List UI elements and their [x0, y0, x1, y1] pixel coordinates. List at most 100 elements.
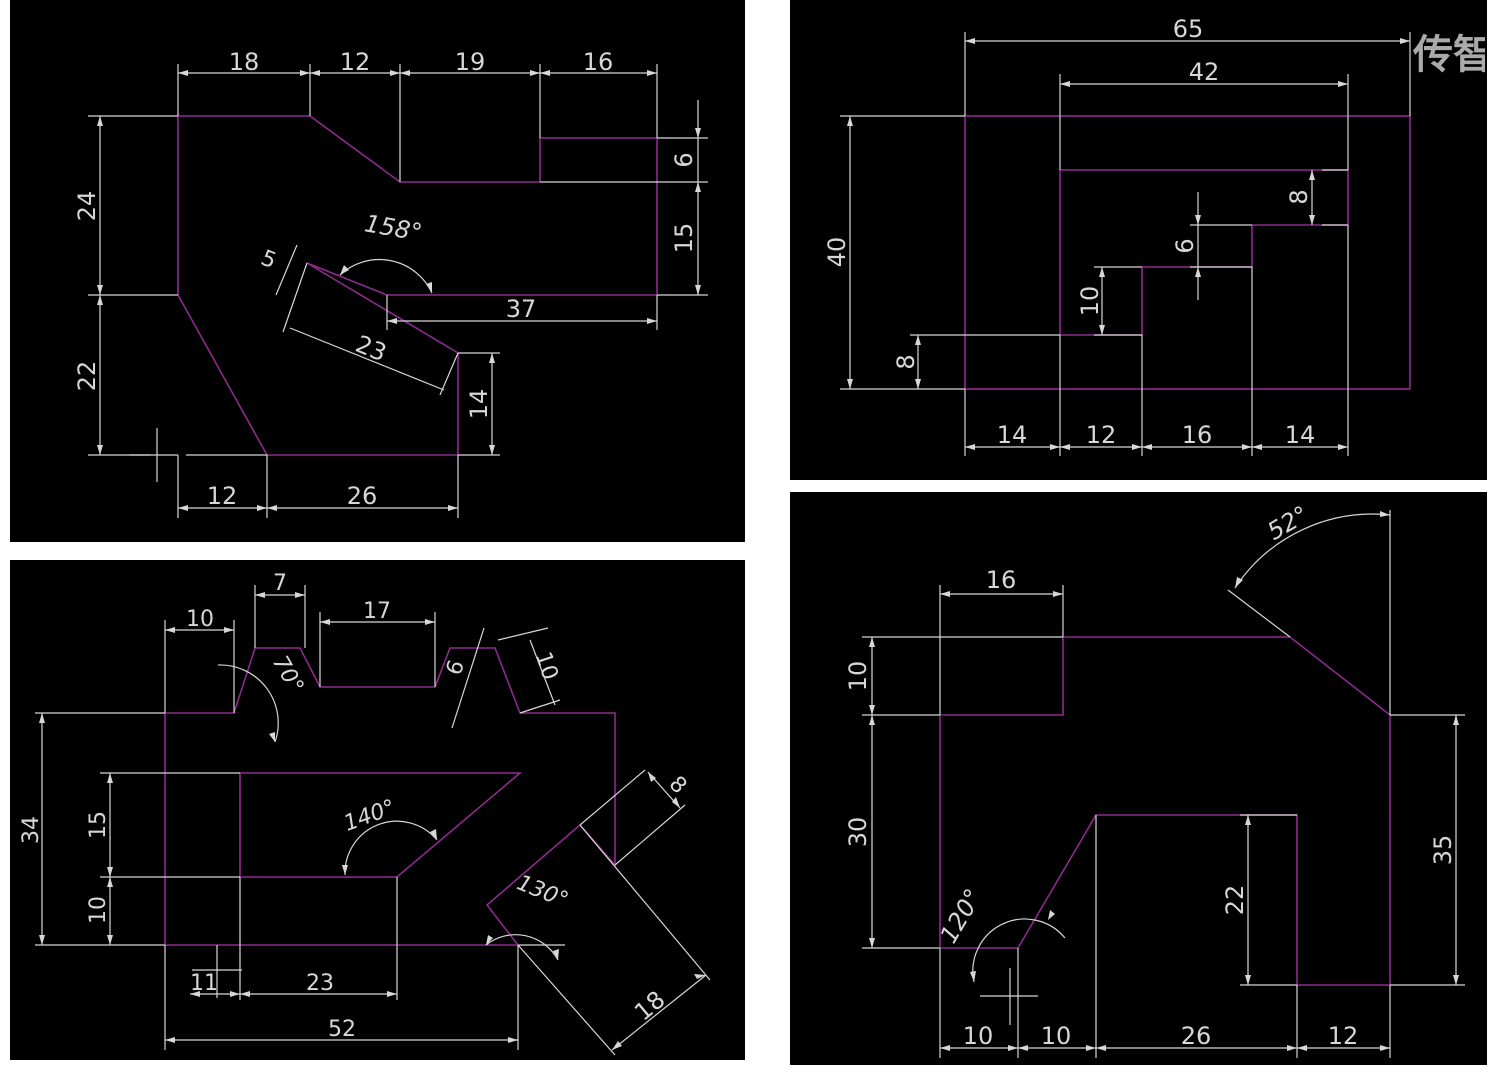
angle-label: 140° [341, 795, 399, 837]
cad-drawing-1: 18 12 19 16 24 22 6 15 14 37 23 5 12 26 … [73, 48, 708, 518]
outline-shape [939, 636, 1391, 986]
drawing-panel-4: 16 10 30 35 22 10 10 26 12 52° 120° [790, 492, 1487, 1065]
dimension-lines [862, 510, 1465, 1058]
dim-label: 10 [963, 1022, 994, 1050]
dim-label: 42 [1189, 58, 1220, 86]
dim-line [289, 327, 445, 391]
dim-label: 15 [670, 223, 698, 254]
dim-label: 52 [328, 1017, 356, 1042]
dim-label: 23 [352, 330, 391, 367]
dim-label: 24 [73, 191, 101, 222]
angle-arc [339, 258, 433, 294]
dim-label: 22 [73, 361, 101, 392]
dim-label: 30 [844, 817, 872, 848]
dim-label: 15 [86, 811, 111, 839]
outer-rectangle [964, 115, 1411, 390]
dimension-lines [35, 585, 711, 1056]
ext-line [579, 824, 711, 981]
dimension-labels: 10 7 17 6 10 34 15 10 8 11 23 52 18 70° … [19, 571, 691, 1042]
dimension-lines [840, 32, 1411, 456]
arrow-ticks [869, 511, 1459, 1051]
angle-arc [1234, 513, 1391, 589]
angle-label: 52° [1263, 500, 1314, 546]
dim-label: 10 [86, 896, 111, 924]
dim-label: 23 [306, 971, 334, 996]
dimension-labels: 16 10 30 35 22 10 10 26 12 52° 120° [844, 500, 1457, 1050]
ext-line [282, 262, 308, 333]
angle-arc [485, 934, 559, 961]
dim-label: 18 [629, 985, 670, 1026]
dim-label: 18 [229, 48, 260, 76]
ext-line [579, 769, 646, 826]
dim-label: 12 [340, 48, 371, 76]
arrow [387, 318, 657, 455]
dim-label: 65 [1173, 15, 1204, 43]
dim-label: 14 [465, 389, 493, 420]
dim-label: 8 [1285, 189, 1313, 204]
arrow-ticks [97, 70, 701, 511]
arrow [1099, 170, 1315, 335]
dim-label: 8 [892, 354, 920, 369]
part-outline [177, 115, 658, 456]
ext-line [517, 944, 616, 1056]
dim-label: 10 [1076, 286, 1104, 317]
angle-arc [344, 820, 438, 876]
dim-label: 6 [1171, 238, 1199, 253]
outline-shape [164, 647, 616, 946]
dim-label: 6 [442, 657, 470, 679]
dim-label: 11 [190, 971, 218, 996]
outline-shape [177, 115, 658, 456]
dim-label: 37 [506, 295, 537, 323]
dimension-labels: 65 42 40 8 8 6 10 14 12 16 14 [823, 15, 1315, 449]
dim-label: 40 [823, 237, 851, 268]
dim-label: 34 [19, 816, 44, 844]
watermark-logo: 传智 [1413, 32, 1485, 78]
dim-label: 16 [986, 566, 1017, 594]
angle-arc [972, 918, 1066, 983]
dim-label: 10 [186, 607, 214, 632]
drawing-panel-3: 10 7 17 6 10 34 15 10 8 11 23 52 18 70° … [10, 560, 745, 1060]
angle-label: 158° [362, 209, 424, 247]
dim-label: 16 [583, 48, 614, 76]
dim-label: 22 [1221, 885, 1249, 916]
ext-line [1227, 589, 1291, 638]
angle-label: 130° [513, 870, 572, 913]
dim-label: 6 [670, 152, 698, 167]
dim-label: 10 [1041, 1022, 1072, 1050]
drawing-panel-2: 65 42 40 8 8 6 10 14 12 16 14 传智 [790, 0, 1487, 480]
dim-line [611, 974, 707, 1051]
arrow [340, 265, 432, 293]
dimension-labels: 18 12 19 16 24 22 6 15 14 37 23 5 12 26 … [73, 48, 698, 510]
dim-label: 14 [997, 421, 1028, 449]
arrow [97, 116, 103, 455]
dim-label: 7 [273, 571, 287, 596]
arrow [269, 732, 559, 960]
ext-line [439, 352, 459, 396]
arrow [847, 116, 921, 389]
dim-label: 35 [1429, 835, 1457, 866]
arrow [970, 511, 1390, 982]
dim-line [529, 639, 556, 706]
dimension-lines [88, 64, 708, 518]
dim-label: 19 [455, 48, 486, 76]
dim-line [497, 627, 549, 641]
angle-label: 120° [934, 884, 987, 948]
dim-label: 14 [1285, 421, 1316, 449]
dim-label: 5 [257, 246, 279, 274]
dim-label: 26 [347, 482, 378, 510]
cad-drawing-2: 65 42 40 8 8 6 10 14 12 16 14 [823, 15, 1411, 456]
dim-line [451, 627, 485, 729]
arrow [1245, 715, 1459, 985]
dim-label: 17 [363, 599, 391, 624]
angle-arc [217, 664, 279, 743]
cad-drawing-3: 10 7 17 6 10 34 15 10 8 11 23 52 18 70° … [19, 571, 711, 1056]
cad-drawing-4: 16 10 30 35 22 10 10 26 12 52° 120° [844, 500, 1465, 1058]
dim-label: 10 [530, 649, 562, 683]
dim-label: 12 [207, 482, 238, 510]
dim-label: 16 [1182, 421, 1213, 449]
dim-line [275, 244, 298, 296]
dim-label: 26 [1181, 1022, 1212, 1050]
ext-line [614, 804, 686, 866]
drawing-panel-1: 18 12 19 16 24 22 6 15 14 37 23 5 12 26 … [10, 0, 745, 542]
arrow [940, 1045, 1390, 1051]
